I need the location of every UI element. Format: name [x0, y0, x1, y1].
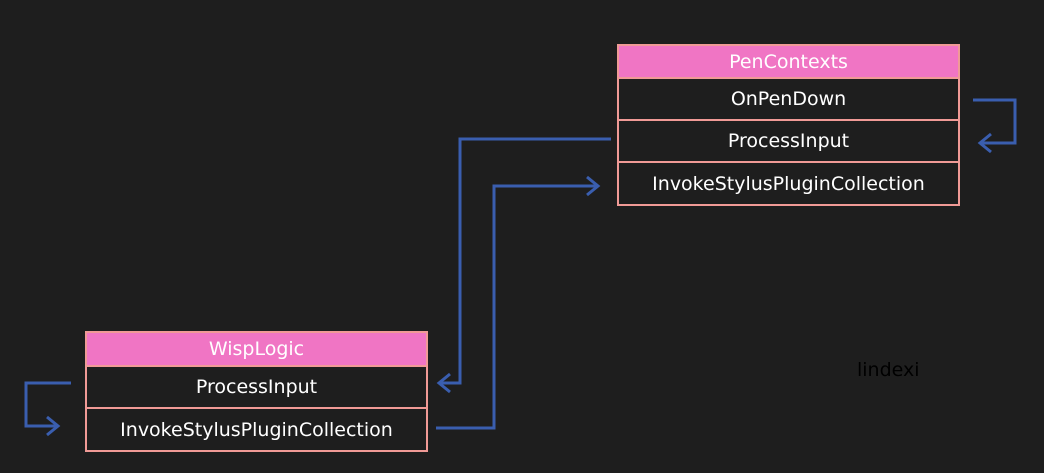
wisplogic-to-pencontexts-arrow — [436, 175, 601, 430]
wisplogic-method-invokestyluspluginscollection: InvokeStylusPluginCollection — [120, 418, 393, 441]
wisplogic-method-processinput: ProcessInput — [87, 367, 426, 409]
pencontexts-method-processinput: ProcessInput — [619, 121, 958, 163]
pencontexts-method-onpendown: OnPenDown — [619, 79, 958, 121]
pencontexts-to-wisplogic-arrow — [436, 137, 611, 394]
wisplogic-self-loop-arrow — [24, 381, 71, 437]
author-watermark: lindexi — [857, 359, 920, 381]
pencontexts-method-invokestyluspluginscollection: InvokeStylusPluginCollection — [652, 172, 925, 195]
pencontexts-self-loop-arrow — [973, 98, 1017, 154]
wisplogic-title: WispLogic — [87, 333, 426, 367]
pencontexts-title: PenContexts — [619, 46, 958, 79]
wisplogic-class-box: WispLogic ProcessInput InvokeStylusPlugi… — [85, 331, 428, 452]
pencontexts-class-box: PenContexts OnPenDown ProcessInput Invok… — [617, 44, 960, 206]
